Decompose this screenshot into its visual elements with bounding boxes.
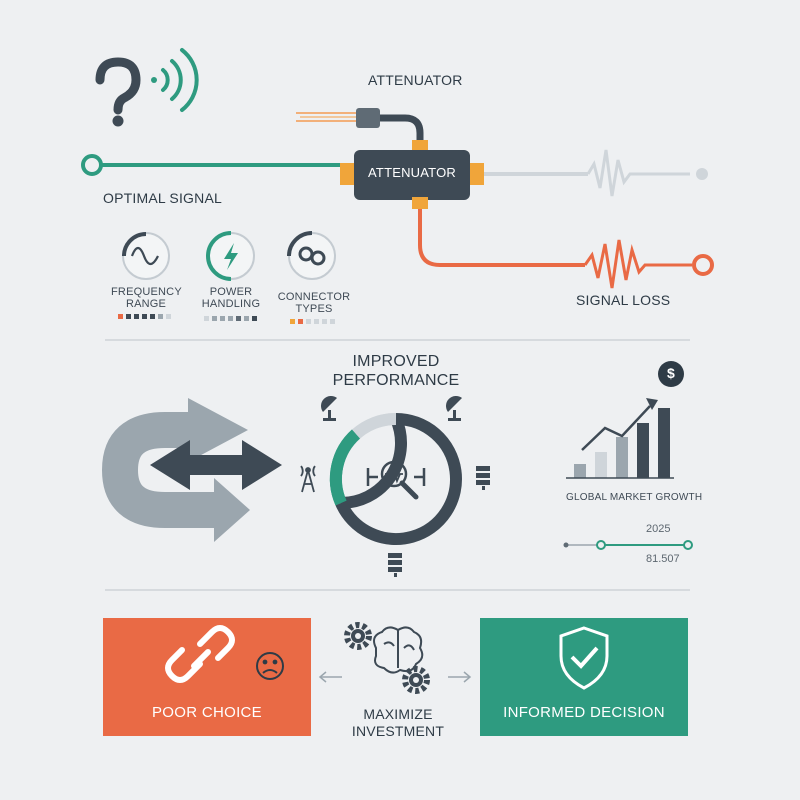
antenna-tower-icon — [300, 465, 316, 493]
frequency-swatches — [118, 314, 171, 319]
optimal-signal-label: OPTIMAL SIGNAL — [103, 190, 222, 206]
connector-types-icon — [287, 231, 336, 280]
gear-icon-2 — [402, 666, 430, 694]
u-turn-arrow-icon — [101, 398, 250, 542]
spec-label-connector: CONNECTOR TYPES — [277, 291, 351, 315]
poor-choice-label: POOR CHOICE — [152, 704, 262, 721]
right-arrow-icon — [448, 671, 472, 683]
server-icon — [476, 466, 490, 490]
market-caption: GLOBAL MARKET GROWTH — [566, 492, 703, 503]
informed-decision-card: INFORMED DECISION — [480, 618, 688, 736]
server-icon-2 — [388, 553, 402, 577]
power-handling-icon — [206, 231, 255, 281]
gear-icon — [344, 622, 372, 650]
maximize-investment-caption: MAXIMIZE INVESTMENT — [351, 706, 445, 739]
brain-icon — [373, 626, 424, 674]
frequency-range-icon — [122, 232, 170, 280]
year-timeline — [563, 540, 693, 550]
output-signal-line — [484, 149, 708, 197]
sad-face-icon — [256, 652, 284, 680]
magnifier-icon — [366, 460, 426, 500]
satellite-dish-icon — [320, 395, 337, 421]
input-cable — [296, 108, 428, 152]
bidirectional-arrow-icon — [150, 440, 282, 490]
market-value: 81.507 — [646, 553, 680, 565]
shield-check-icon — [559, 626, 609, 690]
market-growth-chart — [566, 398, 674, 479]
power-swatches — [204, 316, 257, 321]
attenuator-device — [340, 150, 484, 209]
informed-decision-label: INFORMED DECISION — [503, 704, 665, 721]
wireless-signal-icon — [151, 48, 199, 112]
spec-label-frequency: FREQUENCY RANGE — [111, 286, 182, 310]
optimal-signal-line — [81, 154, 345, 176]
performance-ring — [329, 412, 462, 545]
informed-decision-box — [480, 618, 688, 736]
signal-loss-label: SIGNAL LOSS — [576, 292, 671, 308]
spec-label-power: POWER HANDLING — [201, 286, 261, 310]
improved-performance-heading: IMPROVED PERFORMANCE — [332, 353, 460, 389]
attenuator-device-label: ATTENUATOR — [368, 165, 456, 180]
timeline-year: 2025 — [646, 523, 671, 535]
satellite-dish-icon-2 — [445, 395, 462, 421]
left-arrow-icon — [318, 671, 342, 683]
connector-swatches — [290, 319, 335, 324]
question-mark-icon — [95, 57, 141, 127]
signal-loss-line — [418, 209, 714, 289]
dollar-symbol: $ — [667, 365, 675, 381]
poor-choice-card: POOR CHOICE — [103, 618, 311, 736]
chain-link-icon — [165, 625, 235, 683]
dollar-icon — [658, 361, 684, 387]
attenuator-caption: ATTENUATOR — [368, 72, 463, 88]
